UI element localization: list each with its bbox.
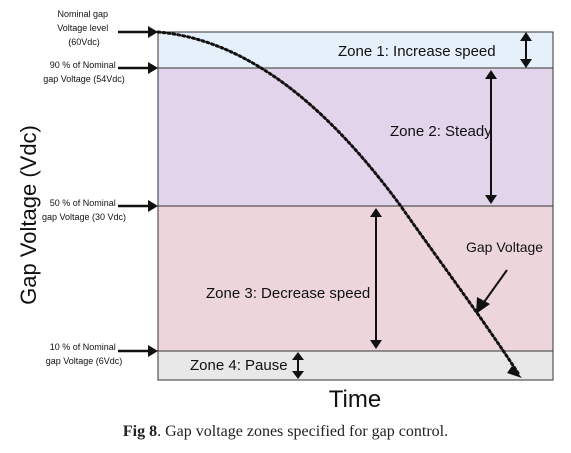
zone-3-range-arrow	[370, 208, 382, 349]
zone-2-label: Zone 2: Steady	[390, 123, 492, 140]
zone-1-band	[157, 31, 554, 69]
level-arrow-10	[118, 345, 158, 357]
level-label-90: 90 % of Nominal gap Voltage (54Vdc)	[43, 60, 125, 84]
zone-4-band	[157, 350, 554, 381]
curve-end-arrowhead	[507, 366, 522, 378]
figure-caption: Fig 8. Gap voltage zones specified for g…	[0, 423, 571, 441]
curve-label: Gap Voltage	[466, 239, 543, 255]
level-arrow-90	[118, 62, 158, 74]
zone-2-band	[157, 67, 554, 207]
y-axis-label: Gap Voltage (Vdc)	[16, 125, 41, 305]
curve-label-pointer	[476, 269, 508, 314]
x-axis-label: Time	[329, 386, 381, 413]
figure-number: Fig 8	[122, 423, 158, 440]
zone-4-range-arrow	[292, 352, 304, 379]
level-label-nominal: Nominal gap Voltage level (60Vdc)	[57, 9, 111, 47]
zone-2-range-arrow	[485, 70, 497, 204]
zone-3-label: Zone 3: Decrease speed	[206, 285, 370, 302]
zone-3-band	[157, 205, 554, 352]
level-label-10: 10 % of Nominal gap Voltage (6Vdc)	[46, 342, 123, 366]
level-label-50: 50 % of Nominal gap Voltage (30 Vdc)	[42, 198, 126, 222]
caption-text: . Gap voltage zones specified for gap co…	[157, 423, 449, 440]
zone-4-label: Zone 4: Pause	[190, 357, 288, 374]
level-arrow-nominal	[118, 26, 158, 38]
gap-voltage-curve	[156, 30, 520, 375]
gap-voltage-zone-diagram: Nominal gap Voltage level (60Vdc) 90 % o…	[16, 9, 554, 413]
zone-1-range-arrow	[520, 32, 532, 68]
level-arrow-50	[118, 200, 158, 212]
zone-1-label: Zone 1: Increase speed	[338, 43, 496, 60]
